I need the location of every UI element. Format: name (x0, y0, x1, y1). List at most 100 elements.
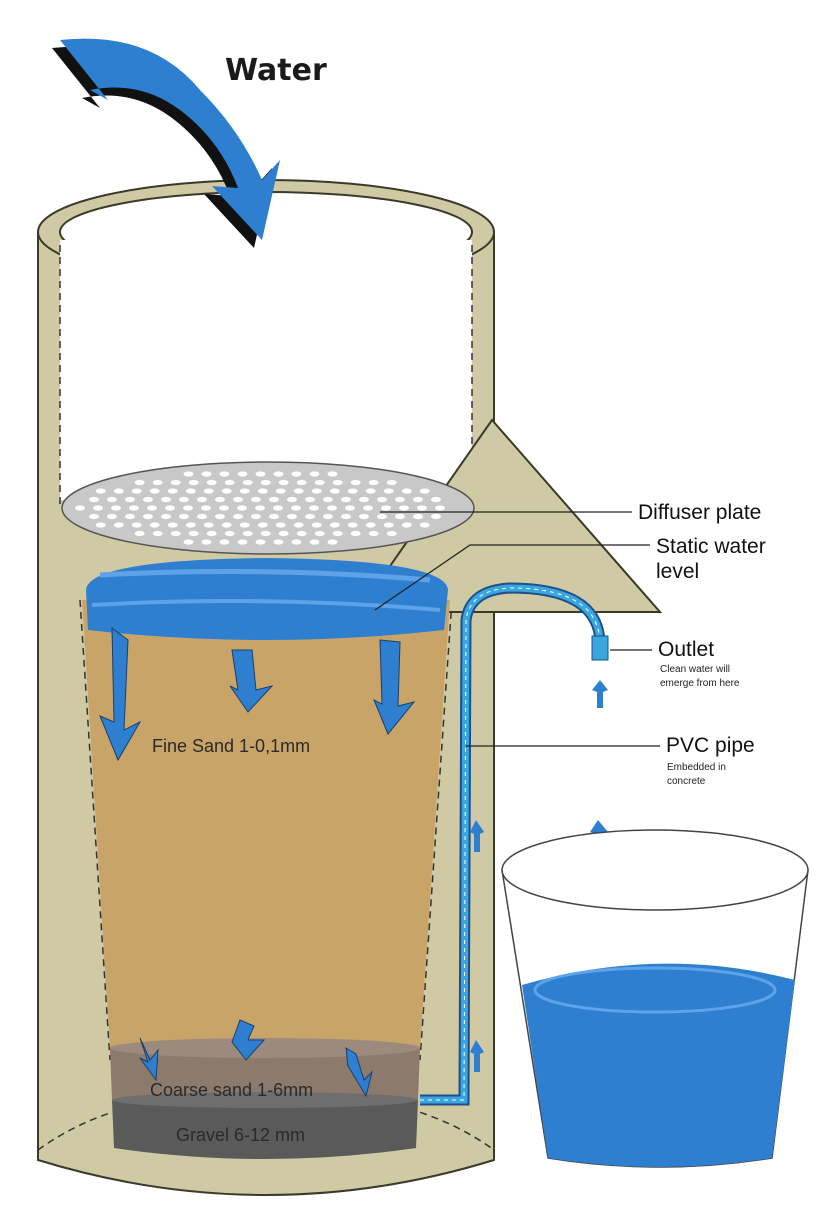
diffuser-plate (61, 461, 475, 555)
diffuser-hole (332, 530, 343, 537)
diffuser-hole (368, 479, 379, 486)
diffuser-hole (286, 496, 297, 503)
diffuser-hole (376, 513, 387, 520)
diffuser-hole (219, 471, 230, 477)
diffuser-hole (350, 479, 361, 486)
diffuser-hole (232, 496, 243, 503)
diffuser-hole (358, 496, 369, 503)
diffuser-hole (170, 479, 181, 486)
diffuser-hole (219, 539, 230, 545)
diffuser-hole (129, 505, 139, 511)
diffuser-hole (291, 471, 302, 477)
pvc-pipe (420, 582, 609, 1106)
diffuser-hole (268, 496, 279, 503)
diffuser-hole (167, 522, 178, 528)
diffuser-hole (327, 539, 338, 545)
diffuser-hole (142, 513, 153, 520)
diffuser-hole (260, 479, 271, 486)
diffuser-hole (237, 471, 248, 477)
diffuser-hole (278, 530, 289, 537)
diffuser-hole (167, 488, 178, 494)
diffuser-hole (394, 513, 405, 520)
diffuser-hole (291, 505, 301, 511)
diffuser-hole (260, 530, 271, 537)
diffuser-hole (203, 522, 214, 528)
diffuser-hole (214, 513, 225, 520)
diffuser-hole (188, 479, 199, 486)
diffuser-hole (255, 505, 265, 511)
diffuser-hole (296, 530, 307, 537)
diffuser-hole (268, 513, 279, 520)
diffuser-hole (113, 522, 124, 528)
diffuser-hole (75, 505, 85, 511)
diffuser-hole (237, 505, 247, 511)
diffuser-hole (239, 488, 250, 494)
diffuser-hole (134, 530, 145, 537)
diffuser-hole (224, 530, 235, 537)
diffuser-hole (196, 513, 207, 520)
diffuser-hole (358, 513, 369, 520)
diffuser-hole (124, 496, 135, 503)
diffuser-hole (381, 505, 391, 511)
diffuser-hole (363, 505, 373, 511)
diffuser-hole (131, 522, 142, 528)
diffuser-hole (273, 539, 284, 545)
diffuser-hole (435, 505, 445, 511)
diffuser-hole (239, 522, 250, 528)
diffuser-hole (417, 505, 427, 511)
diffuser-hole (106, 513, 117, 520)
label-coarse-sand: Coarse sand 1-6mm (150, 1080, 313, 1100)
diffuser-hole (401, 522, 412, 528)
diffuser-hole (365, 522, 376, 528)
water-layer (86, 558, 448, 640)
flow-arrows (99, 626, 416, 1098)
diffuser-hole (183, 505, 193, 511)
diffuser-hole (224, 479, 235, 486)
diffuser-hole (214, 496, 225, 503)
diffuser-hole (347, 522, 358, 528)
diffuser-hole (237, 539, 248, 545)
diffuser-hole (88, 496, 99, 503)
diffuser-hole (170, 530, 181, 537)
coarse-sand-layer (110, 1038, 420, 1100)
label-diffuser-plate: Diffuser plate (638, 501, 761, 524)
diffuser-hole (152, 479, 163, 486)
diffuser-hole (255, 471, 266, 477)
diffuser-hole (309, 539, 320, 545)
diffuser-hole (311, 488, 322, 494)
diffuser-hole (88, 513, 99, 520)
label-pvc-pipe: PVC pipe (666, 734, 755, 757)
diffuser-hole (142, 496, 153, 503)
diffuser-hole (134, 479, 145, 486)
diffuser-hole (383, 522, 394, 528)
diffuser-hole (278, 479, 289, 486)
diffuser-hole (419, 522, 430, 528)
diffuser-hole (314, 479, 325, 486)
diffuser-hole (412, 513, 423, 520)
diffuser-hole (185, 488, 196, 494)
diffuser-hole (232, 513, 243, 520)
diffuser-hole (291, 539, 302, 545)
diffuser-hole (412, 496, 423, 503)
diffuser-hole (152, 530, 163, 537)
diffuser-hole (257, 488, 268, 494)
diffuser-hole (275, 488, 286, 494)
diffuser-hole (206, 530, 217, 537)
diffuser-hole (273, 505, 283, 511)
diffuser-hole (293, 522, 304, 528)
diffuser-hole (273, 471, 284, 477)
diffuser-hole (309, 471, 320, 477)
diffuser-hole (221, 522, 232, 528)
label-outlet: Outlet (658, 638, 714, 661)
diffuser-hole (368, 530, 379, 537)
gravel-layer (112, 1092, 418, 1159)
diffuser-hole (327, 471, 338, 477)
diffuser-hole (242, 530, 253, 537)
diffuser-hole (304, 513, 315, 520)
diffuser-hole (111, 505, 121, 511)
label-outlet-note-1: Clean water will (660, 664, 730, 675)
diffuser-hole (255, 539, 266, 545)
diffuser-hole (196, 496, 207, 503)
diffuser-hole (419, 488, 430, 494)
diffuser-hole (113, 488, 124, 494)
